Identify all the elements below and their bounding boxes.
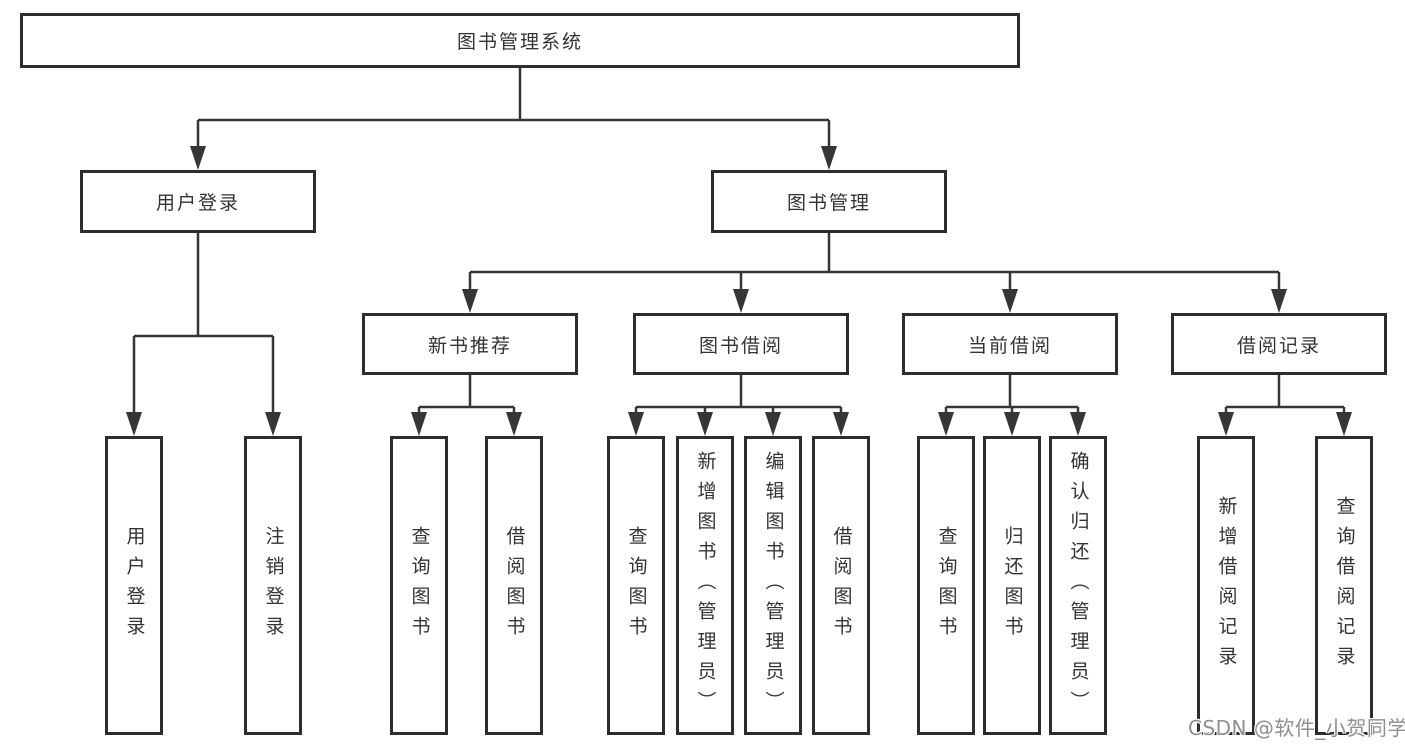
arrowheads-current-to-leaves	[938, 412, 1086, 436]
connector-current-to-leaves	[944, 375, 1080, 418]
node-label: 借阅记录	[1236, 334, 1321, 357]
arrowheads-userlogin-to-leaves	[126, 412, 281, 436]
leaf-logout: 注销登录	[244, 436, 302, 735]
node-label: 注销登录	[262, 525, 285, 646]
node-label: 图书借阅	[698, 334, 783, 357]
node-label: 查询图书	[935, 525, 958, 646]
leaf-current-query: 查询图书	[917, 436, 975, 735]
node-borrow-records: 借阅记录	[1171, 313, 1387, 375]
arrowheads-bookmgmt-to-level3	[462, 289, 1287, 313]
leaf-borrowing-edit-admin: 编辑图书（管理员）	[744, 436, 802, 735]
leaf-borrowing-borrow: 借阅图书	[812, 436, 870, 735]
leaf-newbooks-query: 查询图书	[390, 436, 448, 735]
connector-borrowing-to-leaves	[634, 375, 843, 418]
node-root-library-system: 图书管理系统	[20, 13, 1020, 68]
connector-bookmgmt-to-level3	[468, 233, 1281, 294]
arrowheads-root-to-level2	[190, 146, 837, 170]
node-label: 归还图书	[1001, 525, 1024, 646]
leaf-records-add: 新增借阅记录	[1197, 436, 1255, 735]
leaf-borrowing-query: 查询图书	[607, 436, 665, 735]
arrowheads-borrowing-to-leaves	[628, 412, 849, 436]
leaf-current-confirm-admin: 确认归还（管理员）	[1049, 436, 1107, 735]
node-label: 图书管理	[786, 192, 871, 214]
arrowheads-records-to-leaves	[1218, 412, 1352, 436]
node-label: 用户登录	[155, 192, 240, 214]
node-label: 确认归还（管理员）	[1067, 450, 1090, 721]
node-label: 图书管理系统	[456, 31, 583, 53]
node-label: 新增借阅记录	[1215, 495, 1238, 676]
node-label: 当前借阅	[967, 334, 1052, 357]
node-book-management: 图书管理	[711, 170, 947, 233]
node-label: 查询图书	[408, 525, 431, 646]
node-label: 查询借阅记录	[1333, 495, 1356, 676]
arrowheads-newbooks-to-leaves	[411, 412, 522, 436]
connector-root-to-level2	[196, 68, 831, 150]
node-label: 借阅图书	[503, 525, 526, 646]
connector-userlogin-to-leaves	[132, 233, 275, 416]
leaf-borrowing-add-admin: 新增图书（管理员）	[676, 436, 734, 735]
leaf-records-query: 查询借阅记录	[1315, 436, 1373, 735]
node-label: 查询图书	[625, 525, 648, 646]
leaf-newbooks-borrow: 借阅图书	[485, 436, 543, 735]
node-label: 编辑图书（管理员）	[762, 450, 785, 721]
connector-records-to-leaves	[1224, 375, 1346, 418]
node-label: 用户登录	[123, 525, 146, 646]
leaf-user-login: 用户登录	[105, 436, 163, 735]
node-user-login: 用户登录	[80, 170, 316, 233]
node-current-borrowing: 当前借阅	[902, 313, 1118, 375]
connector-newbooks-to-leaves	[417, 375, 516, 418]
csdn-watermark: CSDN @软件_小贺同学	[1188, 716, 1405, 740]
node-label: 借阅图书	[830, 525, 853, 646]
node-label: 新书推荐	[427, 334, 512, 357]
node-book-borrowing: 图书借阅	[633, 313, 849, 375]
leaf-current-return: 归还图书	[983, 436, 1041, 735]
node-new-books: 新书推荐	[362, 313, 578, 375]
node-label: 新增图书（管理员）	[694, 450, 717, 721]
